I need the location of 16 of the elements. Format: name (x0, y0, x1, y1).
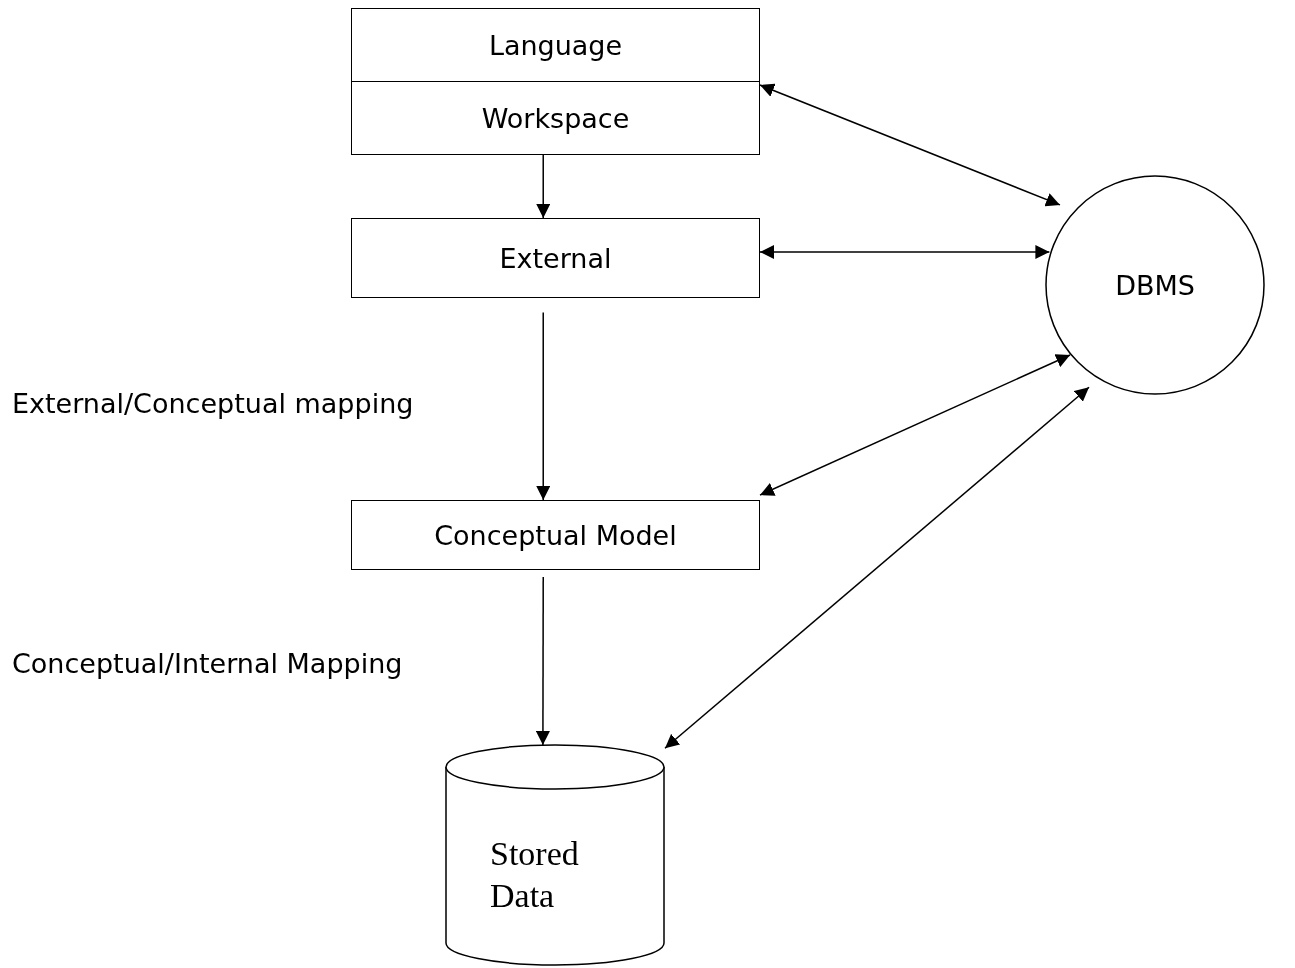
process-box (351, 218, 760, 298)
box-label: Language (488, 29, 623, 61)
process-box (351, 500, 760, 570)
box-label: Conceptual Model (434, 519, 677, 551)
node-label: Stored Data (490, 833, 580, 916)
arrow (535, 576, 550, 746)
arrow (536, 154, 551, 219)
arrow (759, 83, 1061, 207)
process-box (351, 8, 760, 155)
arrow (536, 311, 551, 501)
box-label: Workspace (481, 102, 630, 134)
box-label: External (499, 242, 612, 274)
arrow (759, 354, 1071, 496)
arrow (664, 386, 1090, 750)
node-label: DBMS (1115, 269, 1195, 301)
arrow (759, 245, 1051, 259)
